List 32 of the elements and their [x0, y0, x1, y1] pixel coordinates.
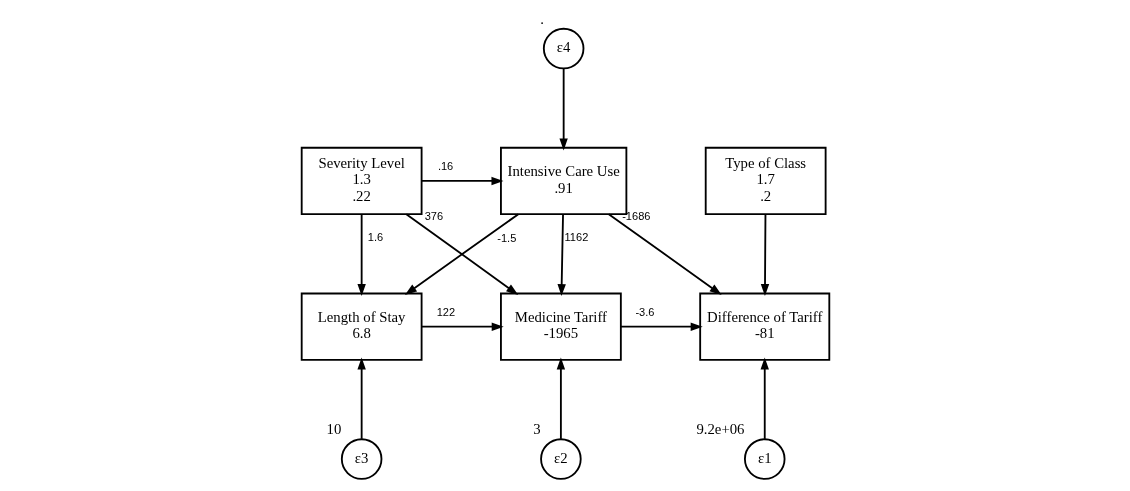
node-box: Length of Stay 6.8 [300, 292, 423, 361]
edge-label: 376 [424, 209, 443, 222]
node-circle: ε3 [340, 438, 382, 480]
arrow [760, 357, 769, 440]
node-box: Severity Level 1.3 .22 [300, 146, 423, 216]
edge-label: 1162 [564, 231, 588, 244]
edge-label: .16 [437, 159, 453, 172]
arrow [557, 213, 566, 297]
arrow [607, 213, 722, 295]
node-label: 10 [326, 421, 341, 438]
arrow [356, 213, 366, 297]
arrow [420, 176, 503, 186]
arrow [619, 322, 703, 331]
edge-label: -3.6 [634, 305, 654, 318]
node-box: Intensive Care Use .91 [499, 146, 627, 216]
edge-label: 1.6 [367, 230, 383, 243]
node-label: 3 [532, 421, 541, 438]
node-circle: ε1 [743, 438, 785, 480]
node-box: Difference of Tariff -81 [698, 292, 830, 361]
arrow [556, 357, 565, 440]
edge-label: 122 [436, 305, 455, 318]
arrow [760, 213, 769, 297]
arrow [558, 67, 568, 151]
arrow [356, 357, 366, 440]
node-box: Type of Class 1.7 .2 [704, 146, 827, 216]
node-circle: ε2 [539, 438, 582, 480]
node-label: 9.2e+06 [695, 421, 744, 438]
node-label: . [539, 10, 544, 27]
node-circle: ε4 [542, 27, 584, 70]
node-box: Medicine Tariff -1965 [499, 292, 622, 361]
edge-label: -1.5 [496, 232, 516, 245]
arrow [420, 322, 504, 331]
